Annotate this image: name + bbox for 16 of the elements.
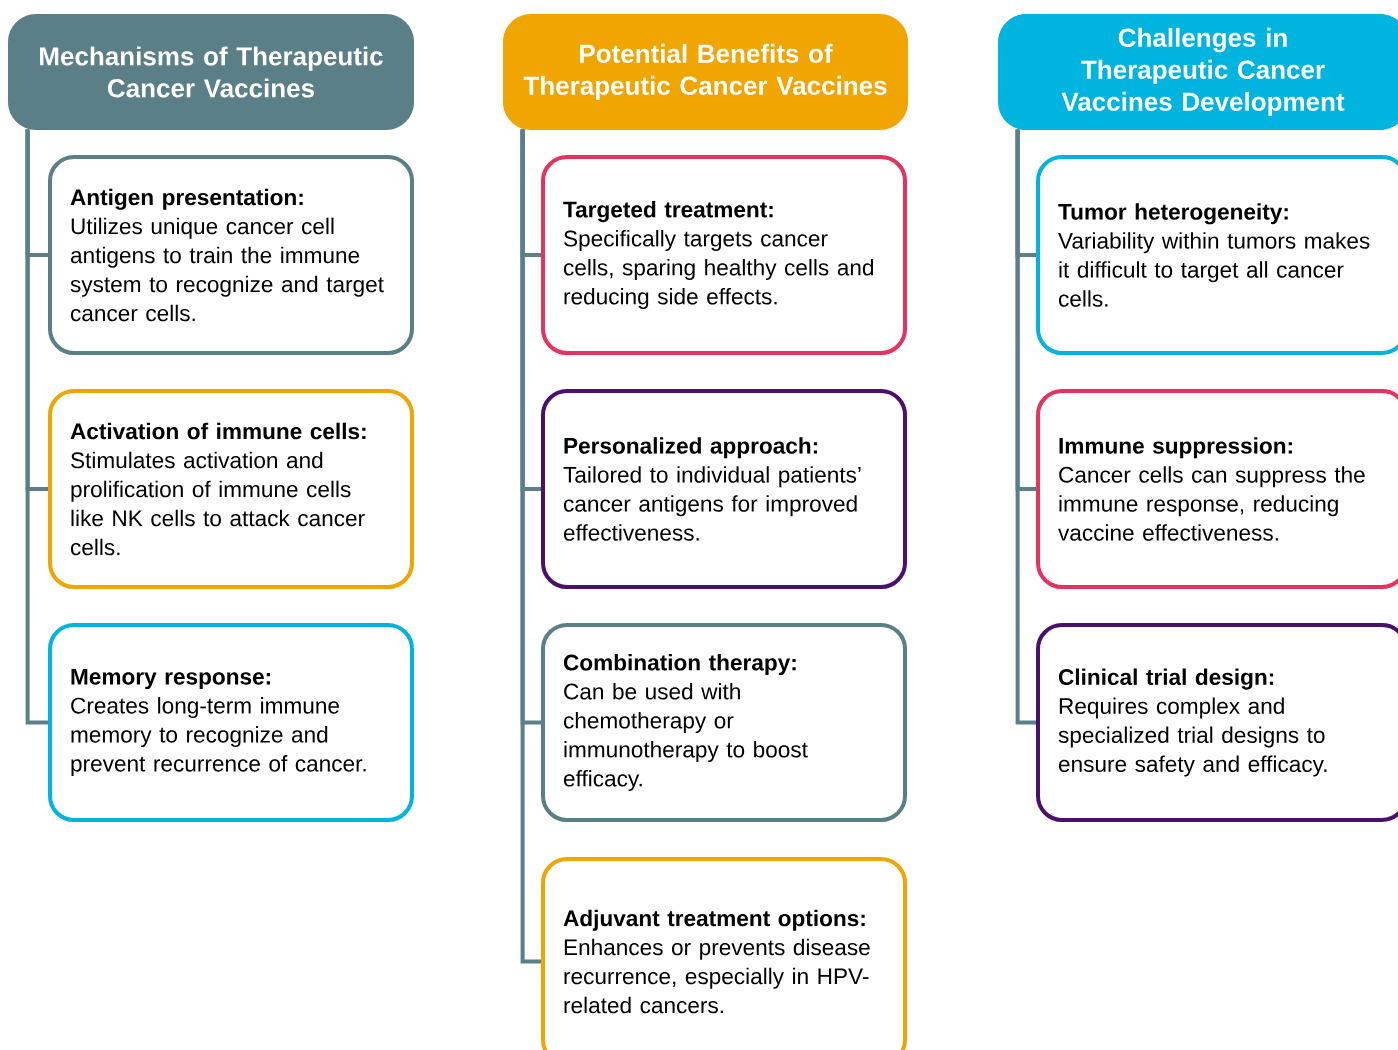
card-box: Targeted treatment: Specifically targets cancer cells, sparing healthy cells and reducing side effects. [541,155,907,355]
header-box: Mechanisms of Therapeutic Cancer Vaccines [8,14,414,130]
card-box: Immune suppression: Cancer cells can suppress the immune response, reducing vaccine effectiveness. [1036,389,1398,589]
connector-line [520,129,541,964]
header-box: Challenges in Therapeutic Cancer Vaccines Development [998,14,1398,130]
card-box: Activation of immune cells: Stimulates activation and prolification of immune cells like NK cells to attack cancer cells. [48,389,414,589]
card-box: Memory response: Creates long-term immune memory to recognize and prevent recurrence of cancer. [48,623,414,822]
header-box: Potential Benefits of Therapeutic Cancer Vaccines [503,14,908,130]
card-box: Adjuvant treatment options: Enhances or prevents disease recurrence, especially in HPV-related cancers. [541,857,907,1050]
card-box: Clinical trial design: Requires complex and specialized trial designs to ensure safety and efficacy. [1036,623,1398,822]
card-box: Personalized approach: Tailored to individual patients’ cancer antigens for improved effectiveness. [541,389,907,589]
connector-line [25,129,48,725]
card-box: Antigen presentation: Utilizes unique cancer cell antigens to train the immune system to recognize and target cancer cells. [48,155,414,355]
connector-line [1015,129,1036,725]
card-box: Tumor heterogeneity: Variability within tumors makes it difficult to target all cancer cells. [1036,155,1398,355]
card-box: Combination therapy: Can be used with chemotherapy or immunotherapy to boost efficacy. [541,623,907,822]
